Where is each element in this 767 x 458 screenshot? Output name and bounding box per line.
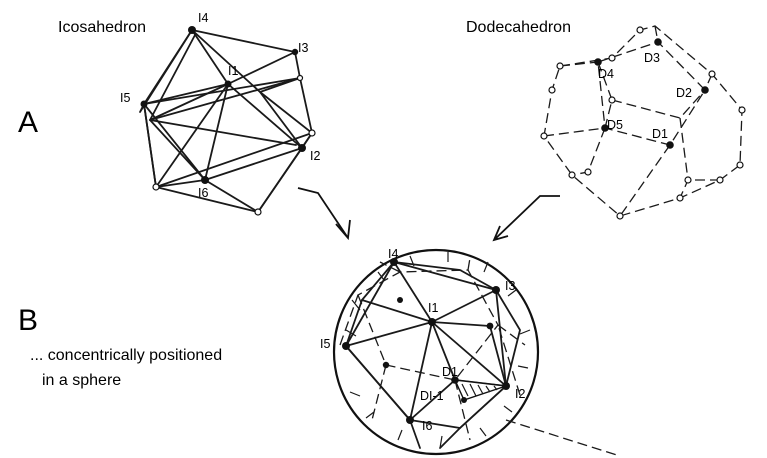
- sphere-label-i3: I3: [505, 279, 515, 293]
- sphere-label-i4: I4: [388, 247, 398, 261]
- sphere-label-d1: D1: [442, 365, 458, 379]
- dodeca-label-d4: D4: [598, 67, 614, 81]
- projection-line: [506, 420, 620, 456]
- ico-label-i1: I1: [228, 64, 238, 78]
- dodeca-label-d3: D3: [644, 51, 660, 65]
- ico-label-i4: I4: [198, 11, 208, 25]
- sphere-label-i5: I5: [320, 337, 330, 351]
- ico-label-i3: I3: [298, 41, 308, 55]
- dodecahedron-title: Dodecahedron: [466, 19, 571, 36]
- dodeca-label-d5: D5: [607, 118, 623, 132]
- panel-a-letter: A: [18, 106, 38, 139]
- dodeca-label-d2: D2: [676, 86, 692, 100]
- caption-line-2: in a sphere: [42, 372, 121, 389]
- ico-label-i5: I5: [120, 91, 130, 105]
- sphere-label-di1: DI-1: [420, 389, 444, 403]
- sphere-label-i2: I2: [515, 387, 525, 401]
- arrow-dodecahedron-to-sphere: [494, 196, 560, 240]
- arrow-icosahedron-to-sphere: [298, 188, 350, 238]
- sphere-label-i1: I1: [428, 301, 438, 315]
- ico-label-i6: I6: [198, 186, 208, 200]
- ico-label-i2: I2: [310, 149, 320, 163]
- sphere-label-i6: I6: [422, 419, 432, 433]
- panel-b-letter: B: [18, 304, 38, 337]
- dodecahedron-figure: [541, 26, 745, 219]
- icosahedron-figure: [140, 26, 315, 215]
- dodeca-label-d1: D1: [652, 127, 668, 141]
- icosahedron-title: Icosahedron: [58, 19, 146, 36]
- caption-line-1: ... concentrically positioned: [30, 347, 222, 364]
